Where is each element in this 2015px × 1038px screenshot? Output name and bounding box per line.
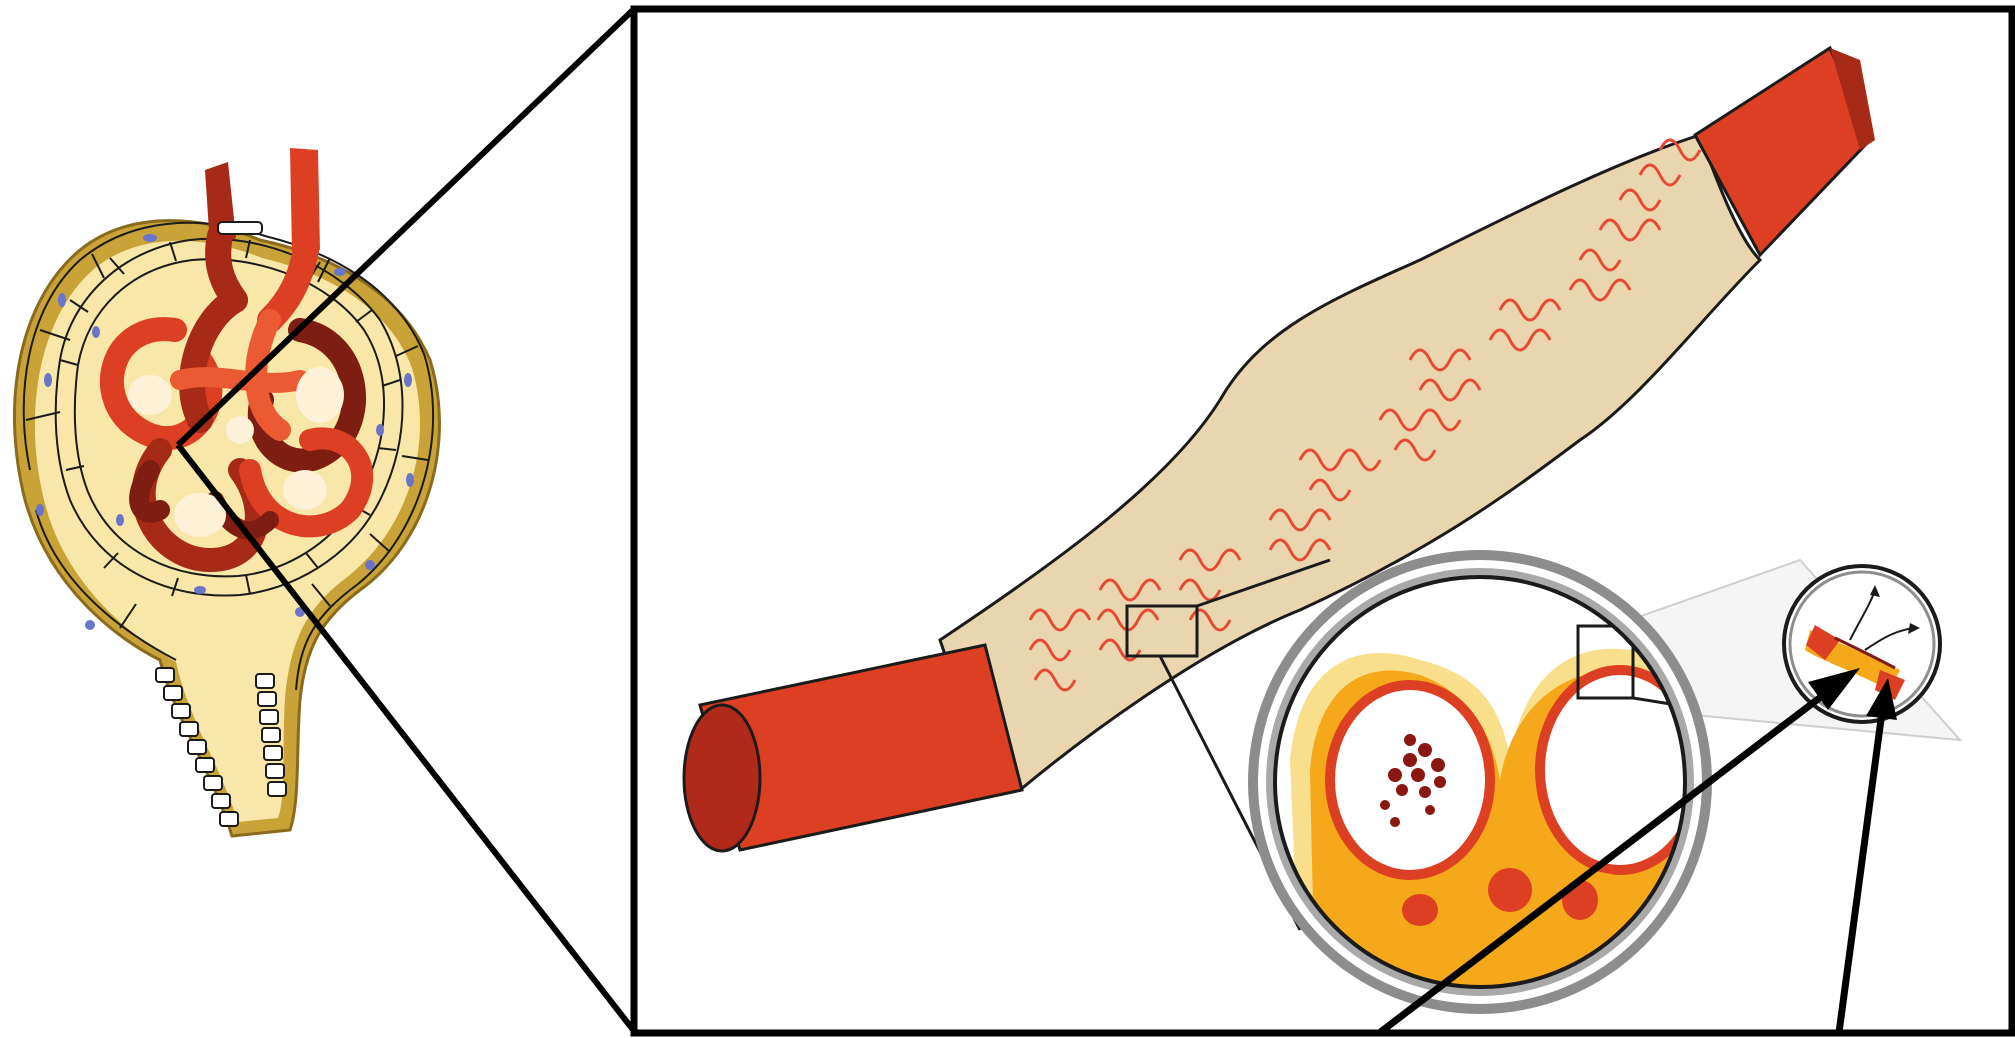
afferent-arteriole <box>290 148 320 252</box>
glomerulus-icon <box>14 148 439 836</box>
vessel-opening <box>684 705 760 851</box>
small-magnifier-lens-icon <box>1784 566 1940 722</box>
